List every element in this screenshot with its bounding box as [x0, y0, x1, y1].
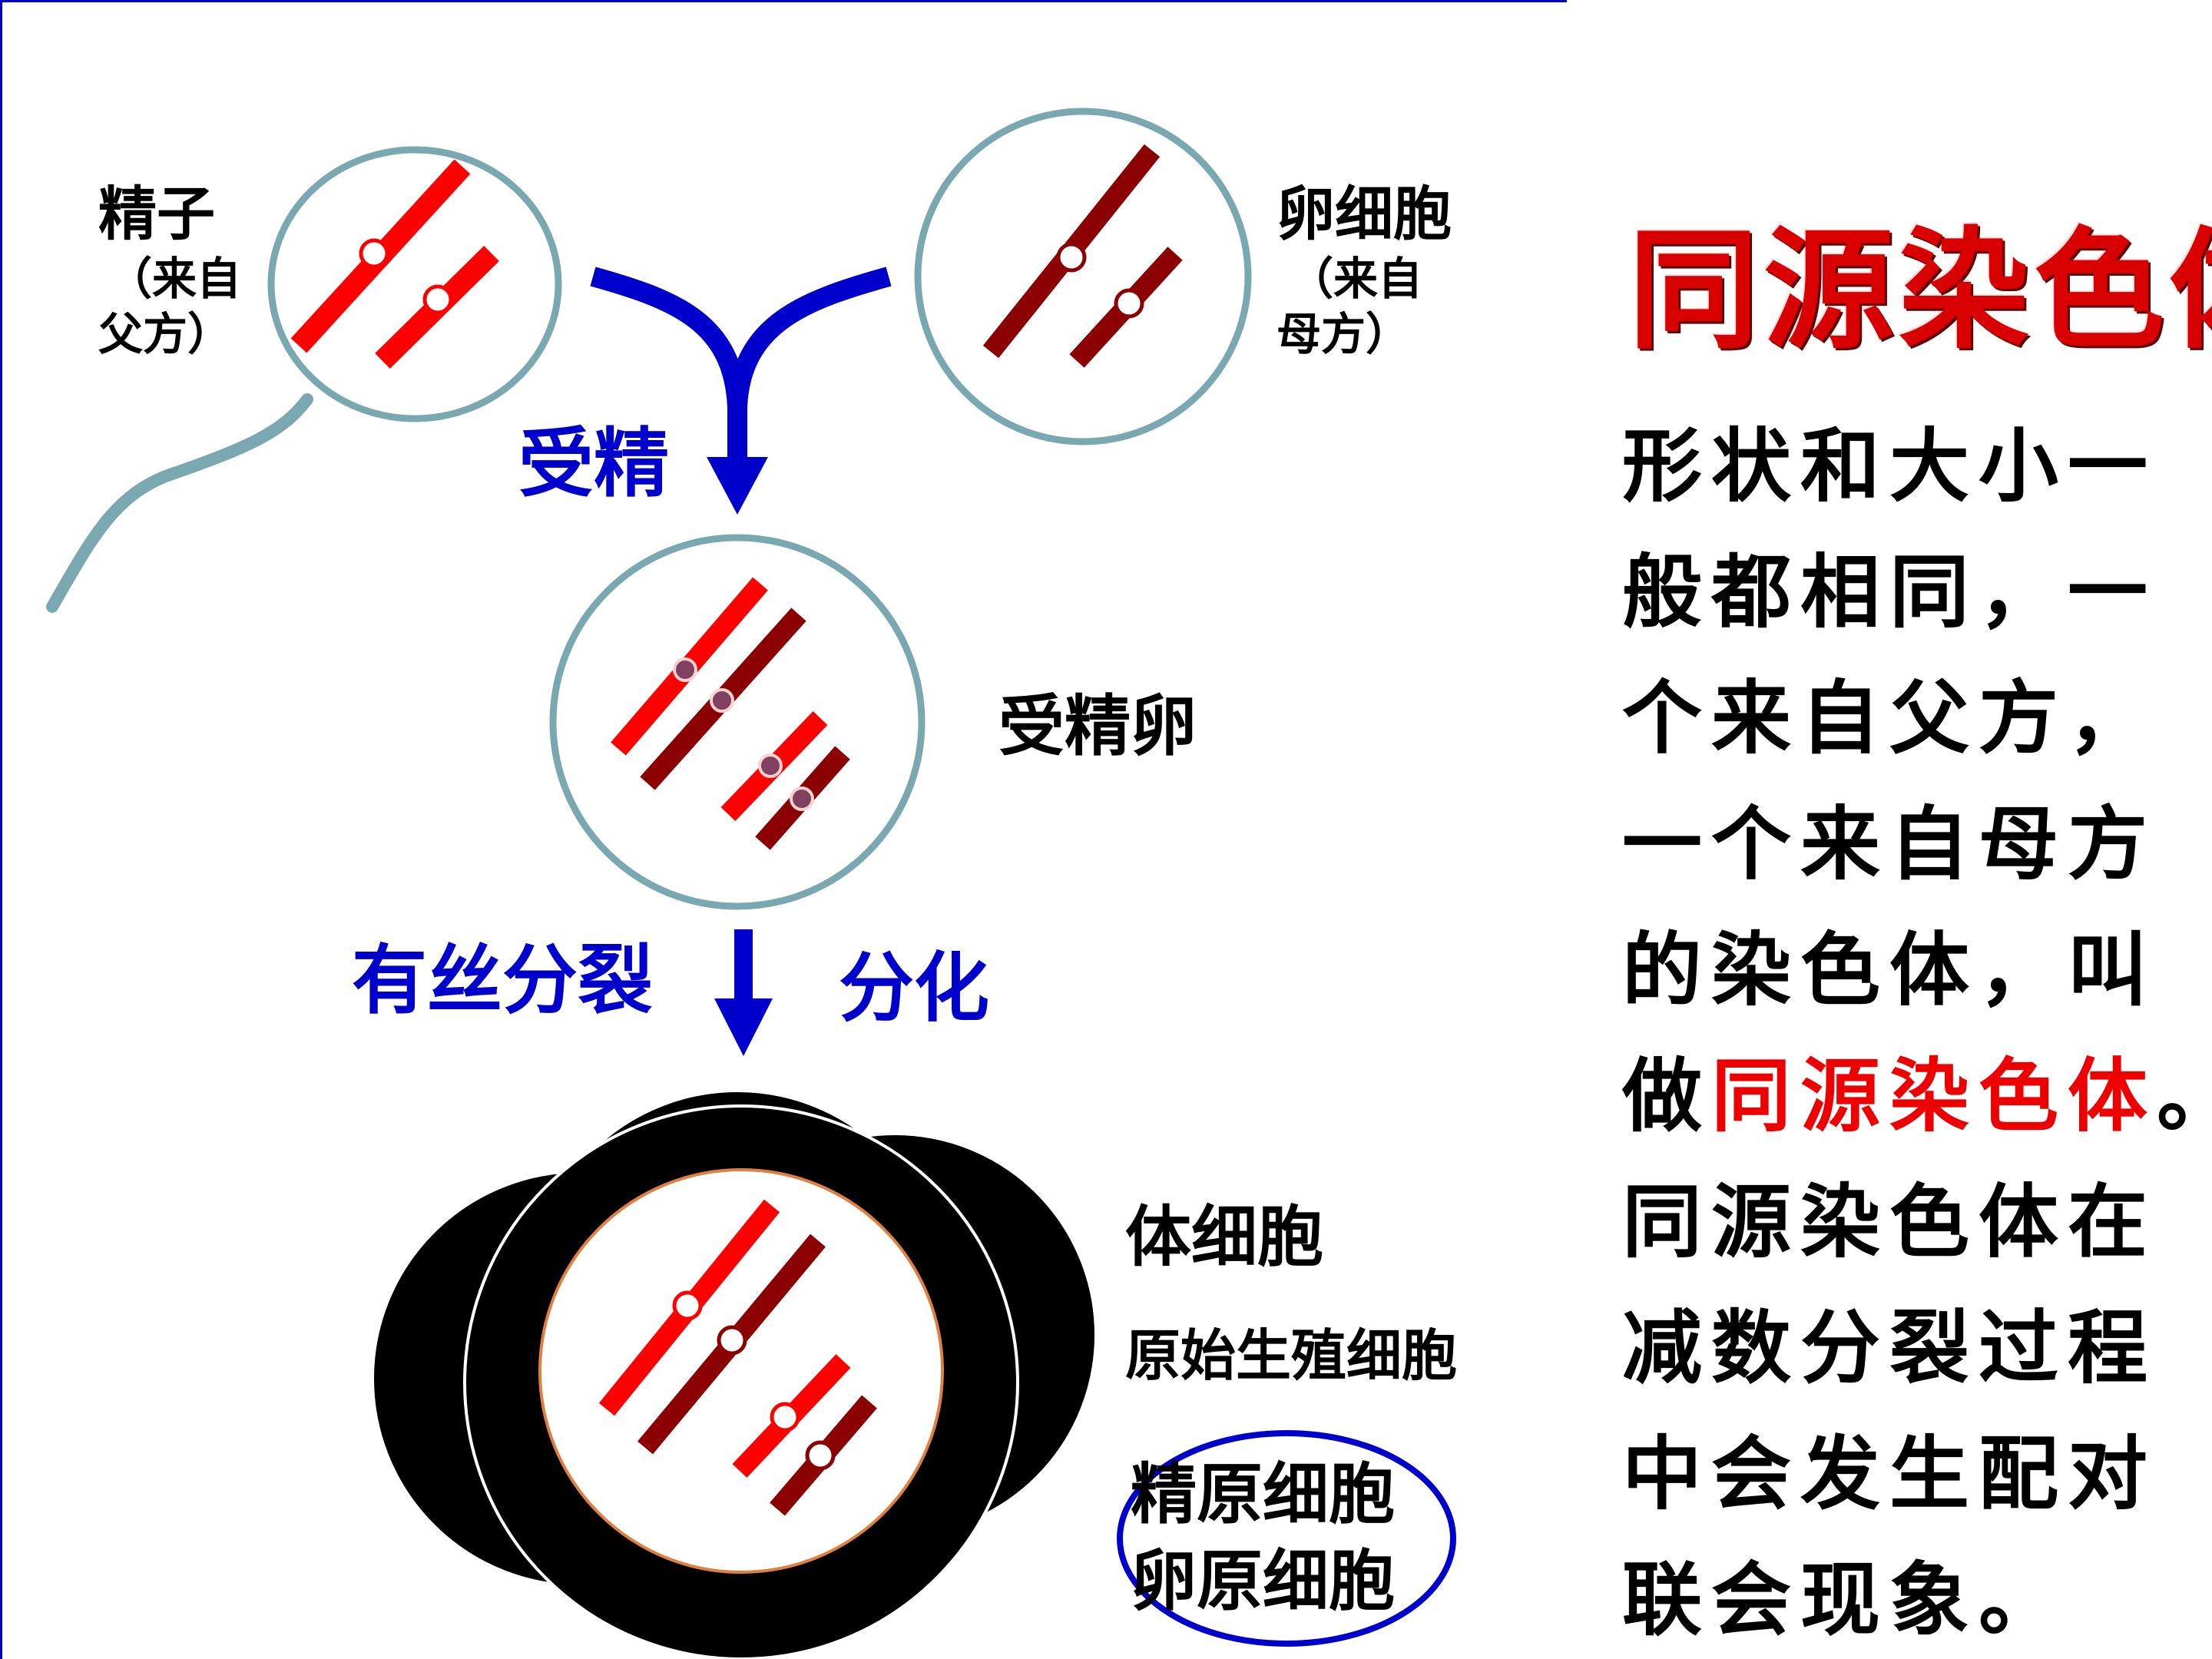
definition-suffix: 。: [2157, 1049, 2212, 1143]
centromere: [672, 1290, 703, 1321]
centromere: [790, 786, 814, 811]
oogonium-label: 卵原细胞: [1131, 1543, 1395, 1620]
sperm-label: 精子: [98, 180, 215, 248]
sperm-origin-label: （来自: [108, 253, 241, 305]
definition-text: 形状和大小一 般都相同，一 个来自父方， 一个来自母方 的染色体，叫 做同源染色…: [1622, 403, 2212, 1659]
definition-line: 般都相同，一: [1622, 545, 2157, 639]
zygote-label: 受精卵: [998, 688, 1197, 765]
arrow-head: [707, 457, 768, 515]
mitosis-arrow: [714, 929, 773, 1056]
egg-origin-label: （来自: [1289, 253, 1422, 305]
sperm-cell: [267, 146, 562, 422]
definition-line-with-term: 做同源染色体。: [1622, 1033, 2212, 1159]
spermatogonium-label: 精原细胞: [1131, 1456, 1395, 1533]
centromere: [717, 1325, 747, 1356]
frame-left-border: [0, 0, 2, 1659]
zygote-chromosomes: [611, 577, 850, 850]
fertilization-arrow: [590, 267, 892, 515]
sperm-tail: [46, 393, 313, 613]
centromere: [710, 688, 734, 713]
definition-line: 一个来自母方: [1622, 797, 2157, 891]
centromere: [422, 284, 453, 315]
egg-origin-label-2: 母方）: [1277, 308, 1410, 360]
egg-label: 卵细胞: [1277, 180, 1452, 248]
mitosis-label: 有丝分裂: [352, 937, 653, 1025]
centromere: [1114, 288, 1144, 319]
definition-line: 个来自父方，: [1622, 671, 2157, 765]
centromere: [758, 753, 783, 778]
sperm-chromosomes: [290, 159, 499, 369]
centromere: [1056, 242, 1087, 273]
frame-top-border: [0, 0, 1567, 2]
arrow-right-branch: [727, 267, 892, 408]
arrow-left-branch: [590, 267, 747, 408]
page-title: 同源染色体: [1628, 214, 2212, 367]
highlighted-term: 同源染色体: [1711, 1049, 2157, 1143]
fertilization-label: 受精: [518, 420, 669, 508]
arrow-head: [714, 998, 773, 1056]
definition-line: 减数分裂过程: [1622, 1301, 2157, 1395]
somatic-cell: [538, 1168, 944, 1574]
somatic-cell-chromosomes: [598, 1199, 877, 1516]
definition-line: 联会现象。: [1622, 1553, 2068, 1647]
germ-cell-highlight-ellipse: [1117, 1430, 1456, 1647]
centromere: [805, 1440, 836, 1471]
definition-line: 中会发生配对: [1622, 1427, 2157, 1521]
primordial-germ-cell-label: 原始生殖细胞: [1125, 1323, 1457, 1388]
sperm-origin-label-2: 父方）: [98, 308, 232, 360]
centromere: [770, 1402, 800, 1432]
definition-prefix: 做: [1622, 1049, 1712, 1143]
egg-chromosomes: [982, 144, 1183, 368]
differentiation-label: 分化: [839, 945, 989, 1032]
definition-line: 形状和大小一: [1622, 419, 2157, 513]
cell-cluster: [371, 1089, 1098, 1659]
centromere: [673, 657, 697, 682]
somatic-cell-label: 体细胞: [1125, 1199, 1323, 1276]
definition-line: 的染色体，叫: [1622, 923, 2157, 1017]
egg-cell: [914, 108, 1252, 445]
zygote-cell: [549, 534, 926, 910]
centromere: [359, 238, 389, 269]
definition-line: 同源染色体在: [1622, 1175, 2157, 1269]
